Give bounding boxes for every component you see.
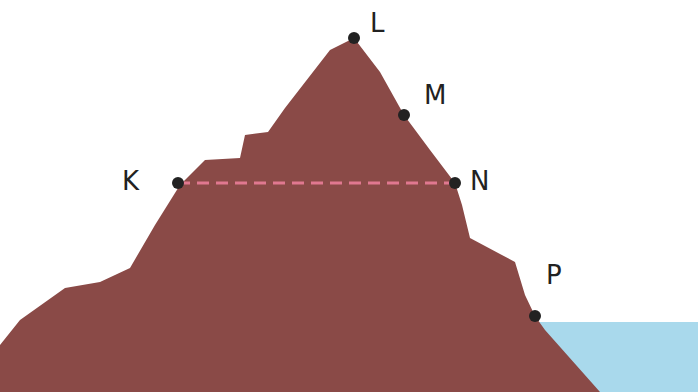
point-label: L [370, 10, 385, 36]
mountain [0, 38, 600, 392]
point-dot [172, 177, 184, 189]
point-label: M [424, 82, 446, 108]
point-label: N [470, 168, 489, 194]
dashed-line [178, 182, 455, 185]
point-dot [529, 310, 541, 322]
point-label: K [122, 168, 139, 194]
point-dot [398, 109, 410, 121]
point-label: P [546, 262, 562, 288]
point-dot [348, 32, 360, 44]
point-dot [449, 177, 461, 189]
